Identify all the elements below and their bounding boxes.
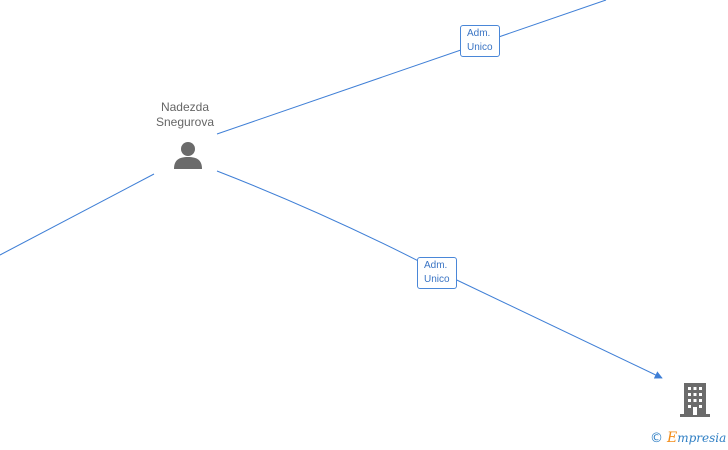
edge-label-bottom-line1: Adm.: [424, 260, 448, 271]
person-name-line2: Snegurova: [155, 115, 215, 129]
brand-logo-rest: mpresia: [677, 431, 727, 445]
edge-label-top[interactable]: Adm. Unico: [460, 25, 500, 57]
person-name-label[interactable]: Nadezda Snegurova: [135, 100, 235, 130]
edge-line-left: [0, 173, 155, 256]
edge-label-top-line1: Adm.: [467, 28, 491, 39]
brand-logo-e: E: [667, 430, 678, 446]
edge-label-bottom[interactable]: Adm. Unico: [417, 257, 457, 289]
footer-brand: © Empresia: [650, 430, 726, 446]
building-icon[interactable]: [680, 383, 710, 417]
edge-label-top-line2: Unico: [467, 42, 493, 53]
edge-label-bottom-line2: Unico: [424, 274, 450, 285]
edge-line-top: [216, 0, 607, 135]
copyright-symbol: ©: [650, 430, 663, 446]
brand-logo: Empresia: [667, 430, 726, 446]
person-name-line1: Nadezda: [160, 100, 210, 114]
person-icon[interactable]: [173, 140, 203, 170]
